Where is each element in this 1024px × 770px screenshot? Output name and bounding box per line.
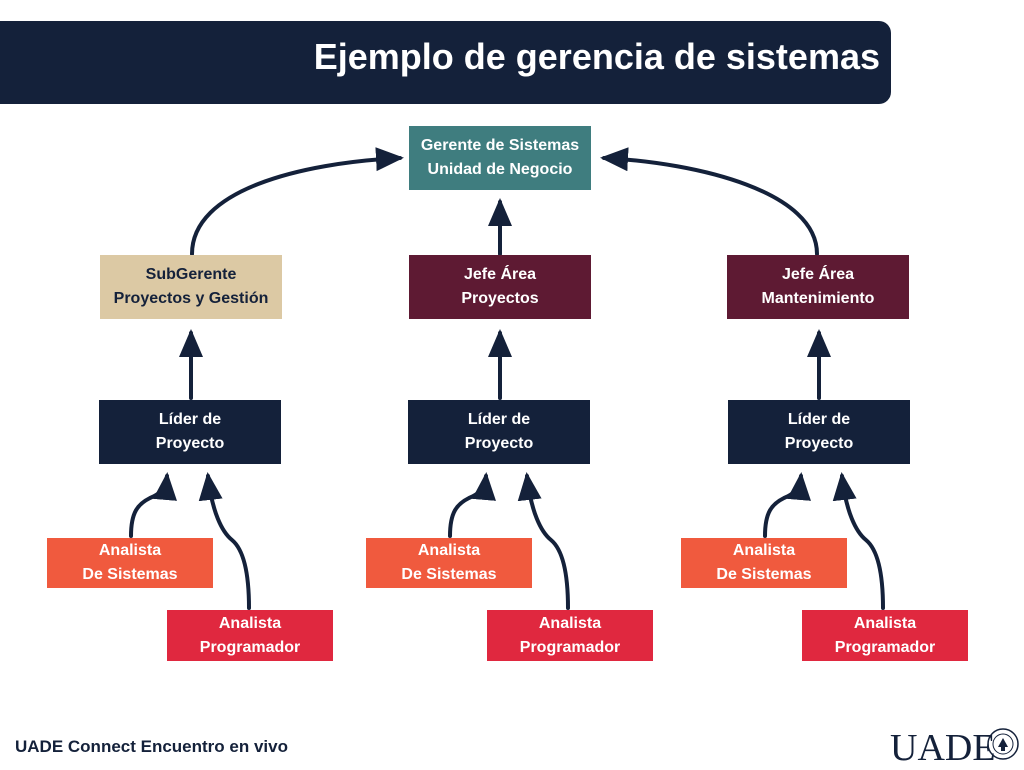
node-analista-programador-3: Analista Programador	[802, 610, 968, 661]
node-gerente-sistemas: Gerente de Sistemas Unidad de Negocio	[409, 126, 591, 190]
node-line: Analista	[853, 614, 917, 632]
node-line: Programador	[199, 638, 301, 656]
logo-wordmark: UADE	[890, 727, 996, 769]
arrow-analista-sistemas-3	[763, 472, 811, 538]
node-line: Líder de	[158, 411, 222, 428]
node-analista-sistemas-1: Analista De Sistemas	[47, 538, 213, 588]
node-line: Analista	[538, 614, 602, 632]
node-lider-proyecto-1: Líder de Proyecto	[99, 400, 281, 464]
node-line: Proyecto	[155, 435, 225, 452]
node-line: De Sistemas	[401, 566, 497, 583]
node-line: Líder de	[467, 411, 531, 428]
node-line: De Sistemas	[716, 566, 812, 583]
arrow-jefe-mantenimiento-to-gerente	[600, 147, 819, 256]
arrow-analista-programador-2	[517, 472, 570, 610]
node-line: Proyecto	[784, 435, 854, 452]
node-jefe-area-mantenimiento: Jefe Área Mantenimiento	[727, 255, 909, 319]
node-line: Analista	[732, 542, 796, 559]
arrow-subgerente-to-gerente	[190, 147, 404, 256]
arrow-analista-sistemas-2	[448, 472, 496, 538]
node-line: Programador	[834, 638, 936, 656]
node-line: Gerente de Sistemas	[420, 137, 580, 154]
node-line: Jefe Área	[463, 266, 537, 283]
node-line: Proyectos	[461, 290, 539, 307]
node-lider-proyecto-3: Líder de Proyecto	[728, 400, 910, 464]
node-analista-sistemas-3: Analista De Sistemas	[681, 538, 847, 588]
node-line: Analista	[98, 542, 162, 559]
node-line: Programador	[519, 638, 621, 656]
node-line: Líder de	[787, 411, 851, 428]
footer-caption: UADE Connect Encuentro en vivo	[15, 737, 288, 756]
node-line: De Sistemas	[82, 566, 178, 583]
node-lider-proyecto-2: Líder de Proyecto	[408, 400, 590, 464]
node-line: Jefe Área	[781, 266, 855, 283]
node-line: Analista	[218, 614, 282, 632]
node-line: Analista	[417, 542, 481, 559]
node-line: Proyecto	[464, 435, 534, 452]
node-line: SubGerente	[145, 266, 237, 283]
node-line: Unidad de Negocio	[427, 161, 573, 178]
title-bar: Ejemplo de gerencia de sistemas	[0, 21, 891, 104]
slide-title: Ejemplo de gerencia de sistemas	[313, 36, 880, 77]
node-analista-sistemas-2: Analista De Sistemas	[366, 538, 532, 588]
fundacion-seal-icon	[987, 728, 1019, 760]
arrow-analista-programador-3	[832, 472, 885, 610]
uade-logo: UADE	[890, 726, 996, 770]
node-subgerente: SubGerente Proyectos y Gestión	[100, 255, 282, 319]
node-jefe-area-proyectos: Jefe Área Proyectos	[409, 255, 591, 319]
node-line: Proyectos y Gestión	[113, 290, 269, 307]
arrow-analista-programador-1	[198, 472, 251, 610]
arrow-analista-sistemas-1	[129, 472, 177, 538]
node-line: Mantenimiento	[761, 290, 875, 307]
node-analista-programador-2: Analista Programador	[487, 610, 653, 661]
node-analista-programador-1: Analista Programador	[167, 610, 333, 661]
